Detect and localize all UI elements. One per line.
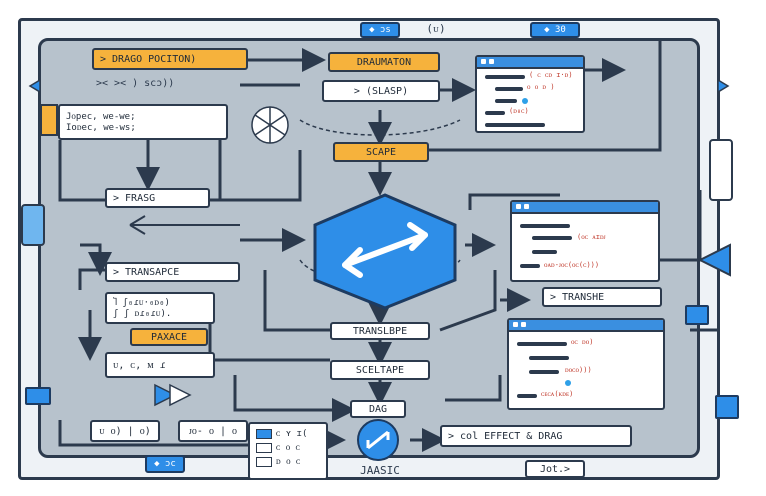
window-title-bar [512, 202, 658, 214]
top-glyph: (ᴜ) [426, 22, 446, 35]
code-line: Ⴈ ʃ₀ɾᴜ·₀ᴅ₀) [113, 298, 170, 308]
code-window-1: ( ᴄ ᴄᴅ ɪ·ᴅ) ᴏ ᴏ ᴅ ) (ᴅ₀ᴄ) [475, 55, 585, 133]
draumaton-label[interactable]: DRAUMATON [328, 52, 440, 72]
translbpe-label[interactable]: TRANSLBPE [330, 322, 430, 340]
code-block-2: Ⴈ ʃ₀ɾᴜ·₀ᴅ₀) ʃ ʃ ᴅɾ₀ɾᴜ). [105, 292, 215, 324]
window-title-bar [477, 57, 583, 69]
transhe-button[interactable]: > TRANSHE [542, 287, 662, 307]
code-line: Jᴏpec, we-we; [66, 112, 136, 122]
drag-position-label[interactable]: > DRAGO POCITON) [92, 48, 248, 70]
option-list: ᴄ ʏ ɪ( ᴄ ᴏ ᴄ ᴅ ᴏ ᴄ [248, 422, 328, 480]
list-item[interactable]: ᴄ ʏ ɪ( [256, 428, 320, 439]
left-blue-square [25, 387, 51, 405]
cell-1: ᴜ ᴏ) | ᴏ) [90, 420, 160, 442]
swap-row: >< >< ) scɔ)) [96, 78, 175, 89]
right-blue-square-2 [715, 395, 739, 419]
code-line: ʃ ʃ ᴅɾ₀ɾᴜ). [113, 309, 172, 319]
code-block-1: Jᴏpec, we-we; Ioᴅec, we-ws; [58, 104, 228, 140]
slasp-button[interactable]: > (SLASP) [322, 80, 440, 102]
bottom-right-tag: Jot.> [525, 460, 585, 478]
sceltape-label[interactable]: SCELTAPE [330, 360, 430, 380]
effect-drag-bar[interactable]: > col EFFECT & DRAG [440, 425, 632, 447]
code-line: Ioᴅec, we-ws; [66, 123, 136, 133]
frasg-button[interactable]: > FRASG [105, 188, 210, 208]
top-left-tag: ◆ ɔs [360, 22, 400, 38]
transapce-button[interactable]: > TRANSAPCE [105, 262, 240, 282]
paxace-label[interactable]: PAXACE [130, 328, 208, 346]
code-block-3: ᴜ, ᴄ, ᴍ ɾ [105, 352, 215, 378]
window-title-bar [509, 320, 663, 332]
code-window-2: (ᴏᴄ ᴀɪᴅᴊ ᴏᴀᴅ-ᴊᴏᴄ(ᴏᴄ(ᴄ))) [510, 200, 660, 282]
orange-pointer-icon [40, 104, 58, 136]
code-window-3: ᴏᴄ ᴅᴏ) ᴅᴏᴄᴏ))) ᴄᴇᴄᴀ(ᴋᴅᴇ) [507, 318, 665, 410]
bottom-left-tag: ◆ ɔc [145, 455, 185, 473]
jaasic-caption: JAASIC [360, 464, 400, 477]
dag-label[interactable]: DAG [350, 400, 406, 418]
scape-label[interactable]: SCAPE [333, 142, 429, 162]
list-item[interactable]: ᴄ ᴏ ᴄ [256, 442, 320, 453]
list-item[interactable]: ᴅ ᴏ ᴄ [256, 456, 320, 467]
cell-2: ᴊᴏ- ᴏ | ᴏ [178, 420, 248, 442]
top-right-tag: ◆ 30 [530, 22, 580, 38]
right-blue-square [685, 305, 709, 325]
